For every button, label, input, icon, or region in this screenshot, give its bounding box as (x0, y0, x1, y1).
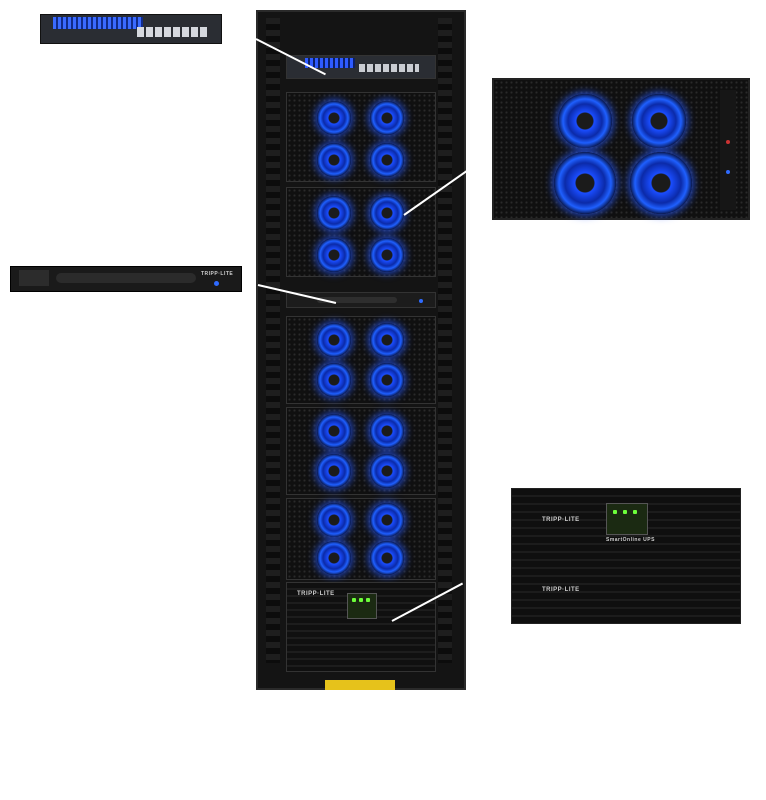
fan-icon (558, 94, 612, 148)
front-panel (720, 90, 736, 210)
fan-icon (370, 414, 404, 448)
fan-icon (370, 101, 404, 135)
fan-icon (370, 541, 404, 575)
rack-gpu-server-4 (286, 407, 436, 495)
rack-left-rail (266, 18, 280, 663)
gpu-server-detail (492, 78, 750, 220)
lcd-indicator (366, 598, 370, 602)
fan-icon (317, 503, 351, 537)
network-cables (53, 17, 143, 29)
network-cables (305, 58, 355, 68)
power-led-icon (214, 281, 219, 286)
fan-icon (370, 196, 404, 230)
ups-brand-label-lower: TRIPP·LITE (542, 587, 580, 593)
fan-icon (370, 503, 404, 537)
fan-icon (317, 323, 351, 357)
fan-icon (630, 152, 692, 214)
rack-gpu-server-1 (286, 92, 436, 182)
fan-icon (370, 323, 404, 357)
switch-ports (137, 27, 207, 37)
rack-ups: TRIPP·LITE (286, 582, 436, 672)
lcd-indicator (352, 598, 356, 602)
fan-icon (370, 363, 404, 397)
rack-gpu-server-5 (286, 498, 436, 580)
warning-label (325, 680, 395, 690)
lcd-indicator (623, 510, 627, 514)
fan-icon (317, 414, 351, 448)
kvm-brand-label: TRIPP·LITE (201, 271, 234, 277)
ups-display (347, 593, 377, 619)
lcd-indicator (633, 510, 637, 514)
network-switch-detail (40, 14, 222, 44)
ups-detail: TRIPP·LITE TRIPP·LITE SmartOnline UPS (511, 488, 741, 624)
drawer-handle (317, 297, 397, 303)
lcd-indicator (613, 510, 617, 514)
fan-icon (317, 196, 351, 230)
fan-icon (317, 143, 351, 177)
fan-icon (554, 152, 616, 214)
drawer-handle (56, 273, 196, 283)
ups-model-label: SmartOnline UPS (606, 537, 655, 543)
ups-brand-label: TRIPP·LITE (542, 517, 580, 523)
switch-ports (359, 64, 419, 72)
fan-icon (370, 454, 404, 488)
power-button-icon (726, 140, 730, 144)
rack-gpu-server-2 (286, 187, 436, 277)
usb-port-icon (726, 170, 730, 174)
lcd-indicator (359, 598, 363, 602)
drawer-latch (19, 270, 49, 286)
fan-icon (317, 541, 351, 575)
fan-icon (317, 363, 351, 397)
fan-icon (317, 101, 351, 135)
fan-icon (317, 238, 351, 272)
rack-gpu-server-3 (286, 316, 436, 404)
fan-icon (632, 94, 686, 148)
power-led-icon (419, 299, 423, 303)
ups-brand-label: TRIPP·LITE (297, 591, 335, 597)
ups-display (606, 503, 648, 535)
rack-kvm-drawer (286, 292, 436, 308)
kvm-drawer-detail: TRIPP·LITE (10, 266, 242, 292)
fan-icon (370, 143, 404, 177)
fan-icon (370, 238, 404, 272)
rack-right-rail (438, 18, 452, 663)
fan-icon (317, 454, 351, 488)
